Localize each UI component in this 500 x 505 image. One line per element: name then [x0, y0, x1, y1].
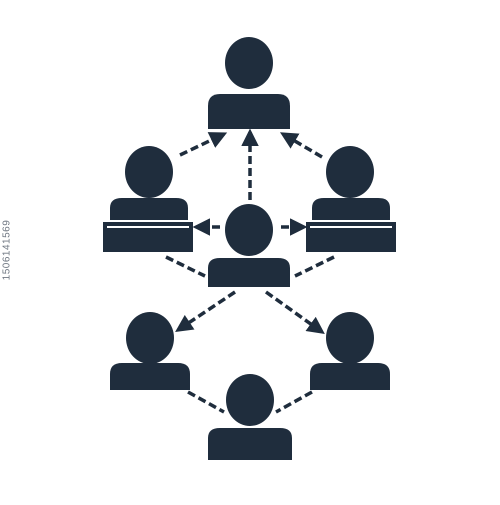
connector-right-desk-to-center	[294, 255, 335, 278]
person-icon	[208, 204, 290, 287]
people	[103, 37, 396, 460]
arrow-right-to-top	[279, 132, 323, 159]
arrow-center-to-bottom-left	[175, 290, 236, 332]
person-icon	[208, 374, 292, 460]
connector-bottom-right-to-bottom	[275, 390, 313, 414]
person-icon	[208, 37, 290, 129]
person-icon	[310, 312, 390, 390]
connector-bottom-left-to-bottom	[187, 390, 225, 414]
side-id-label: 1506141569	[1, 219, 13, 281]
connectors	[165, 128, 335, 414]
connector-left-desk-to-center	[165, 255, 206, 278]
arrow-center-to-bottom-right	[264, 290, 325, 335]
person-at-desk-icon	[306, 146, 396, 252]
arrow-left-to-top	[179, 132, 228, 157]
person-icon	[110, 312, 190, 390]
person-at-desk-icon	[103, 146, 193, 252]
